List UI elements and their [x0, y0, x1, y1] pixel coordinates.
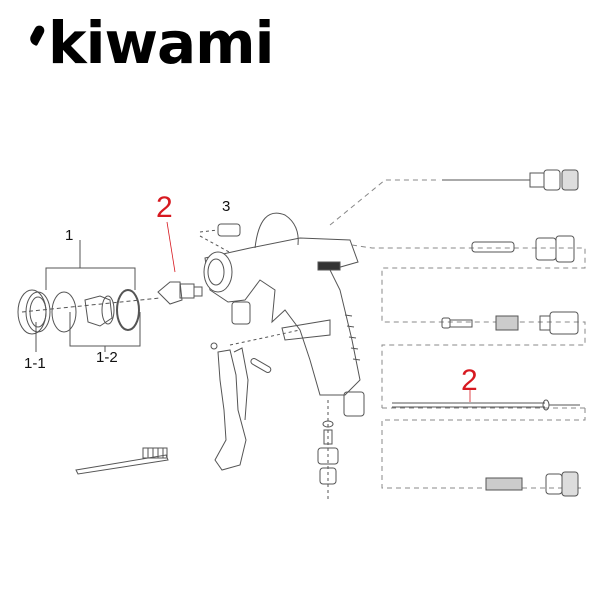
brand-name: kiwami: [48, 9, 274, 77]
air-inlet-fitting: [231, 301, 251, 325]
label-part-3: 3: [222, 198, 231, 215]
label-part-2-nozzle: 2: [156, 191, 173, 224]
fluid-adjust-knob: [561, 471, 579, 497]
part-3: [217, 223, 241, 237]
trigger-pin: [250, 358, 272, 373]
trigger-clip: [210, 342, 218, 350]
valve-adjuster: [319, 467, 337, 485]
needle-adjust-knob: [561, 169, 579, 191]
fluid-nozzle: [157, 281, 183, 305]
gun-logo-plate: [317, 261, 341, 271]
air-adjust-valve: [549, 311, 579, 335]
air-valve-housing: [555, 235, 575, 263]
ring-seal: [116, 289, 140, 331]
needle-spring: [529, 172, 545, 188]
pin-part: [471, 241, 515, 253]
o-ring: [51, 291, 77, 333]
spray-gun-body: [204, 237, 361, 396]
valve-knob: [322, 420, 334, 428]
bracket-part-1: [45, 267, 136, 290]
needle-spring-2: [485, 477, 523, 491]
air-cap: [84, 295, 113, 327]
trigger: [214, 349, 247, 471]
label-part-1-1: 1-1: [24, 355, 46, 372]
label-part-1: 1: [65, 227, 74, 244]
cleaning-brush: [75, 454, 169, 475]
valve-body: [317, 447, 339, 465]
gun-hook: [254, 212, 299, 249]
label-part-2-needle: 2: [461, 364, 478, 397]
valve-spring: [495, 315, 519, 331]
label-part-1-2: 1-2: [96, 349, 118, 366]
brand-logo: kiwami: [27, 14, 274, 72]
